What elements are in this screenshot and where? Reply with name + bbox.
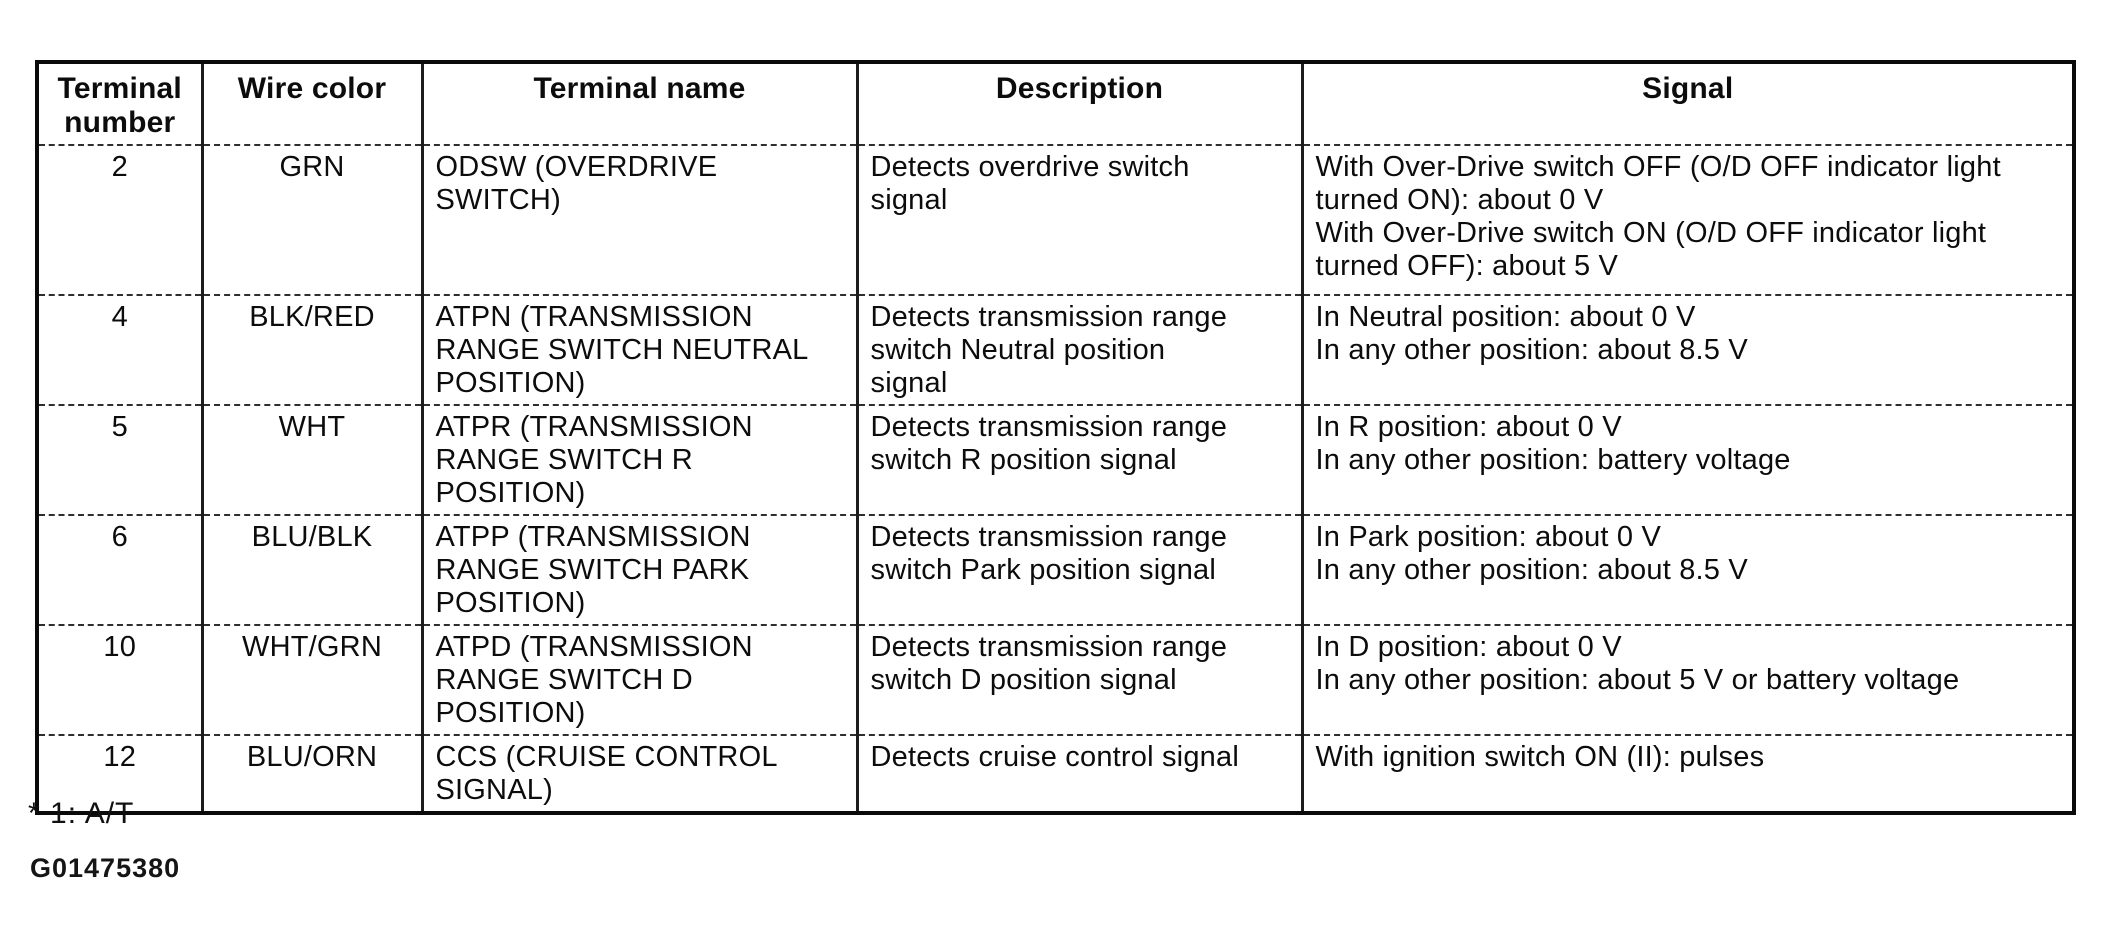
cell-signal: In D position: about 0 V In any other po… <box>1300 624 2076 735</box>
figure-id: G01475380 <box>30 853 181 883</box>
col-header-description: Description <box>855 62 1304 145</box>
cell-terminal-number: 4 <box>35 294 204 405</box>
cell-wire-color: BLU/BLK <box>200 514 424 625</box>
table-row: 5 WHT ATPR (TRANSMISSION RANGE SWITCH R … <box>35 404 2076 515</box>
cell-terminal-name: ATPN (TRANSMISSION RANGE SWITCH NEUTRAL … <box>420 294 859 405</box>
table-row: 4 BLK/RED ATPN (TRANSMISSION RANGE SWITC… <box>35 294 2076 405</box>
terminal-signal-table: Terminal number Wire color Terminal name… <box>35 60 2076 815</box>
cell-terminal-number: 2 <box>35 144 204 295</box>
cell-wire-color: WHT <box>200 404 424 515</box>
col-header-signal: Signal <box>1300 62 2076 145</box>
cell-description: Detects transmission range switch R posi… <box>855 404 1304 515</box>
table-row: 10 WHT/GRN ATPD (TRANSMISSION RANGE SWIT… <box>35 624 2076 735</box>
table-header-row: Terminal number Wire color Terminal name… <box>35 62 2076 145</box>
cell-terminal-name: ODSW (OVERDRIVE SWITCH) <box>420 144 859 295</box>
cell-description: Detects transmission range switch Park p… <box>855 514 1304 625</box>
cell-terminal-name: ATPP (TRANSMISSION RANGE SWITCH PARK POS… <box>420 514 859 625</box>
table-row: 12 BLU/ORN CCS (CRUISE CONTROL SIGNAL) D… <box>35 734 2076 813</box>
cell-description: Detects overdrive switch signal <box>855 144 1304 295</box>
cell-terminal-name: ATPD (TRANSMISSION RANGE SWITCH D POSITI… <box>420 624 859 735</box>
cell-wire-color: WHT/GRN <box>200 624 424 735</box>
cell-wire-color: BLK/RED <box>200 294 424 405</box>
cell-description: Detects transmission range switch Neutra… <box>855 294 1304 405</box>
cell-terminal-number: 10 <box>35 624 204 735</box>
cell-signal: With Over-Drive switch OFF (O/D OFF indi… <box>1300 144 2076 295</box>
cell-description: Detects cruise control signal <box>855 734 1304 813</box>
cell-terminal-name: CCS (CRUISE CONTROL SIGNAL) <box>420 734 859 813</box>
cell-description: Detects transmission range switch D posi… <box>855 624 1304 735</box>
col-header-wire-color: Wire color <box>200 62 424 145</box>
cell-signal: With ignition switch ON (II): pulses <box>1300 734 2076 813</box>
cell-signal: In R position: about 0 V In any other po… <box>1300 404 2076 515</box>
col-header-terminal-name: Terminal name <box>420 62 859 145</box>
cell-wire-color: GRN <box>200 144 424 295</box>
table-row: 2 GRN ODSW (OVERDRIVE SWITCH) Detects ov… <box>35 144 2076 295</box>
cell-wire-color: BLU/ORN <box>200 734 424 813</box>
cell-terminal-name: ATPR (TRANSMISSION RANGE SWITCH R POSITI… <box>420 404 859 515</box>
table-row: 6 BLU/BLK ATPP (TRANSMISSION RANGE SWITC… <box>35 514 2076 625</box>
col-header-terminal-number: Terminal number <box>35 62 204 145</box>
cell-signal: In Neutral position: about 0 V In any ot… <box>1300 294 2076 405</box>
cell-terminal-number: 12 <box>35 734 204 813</box>
cell-signal: In Park position: about 0 V In any other… <box>1300 514 2076 625</box>
footnote-at: * 1: A/T <box>28 797 135 830</box>
cell-terminal-number: 5 <box>35 404 204 515</box>
cell-terminal-number: 6 <box>35 514 204 625</box>
